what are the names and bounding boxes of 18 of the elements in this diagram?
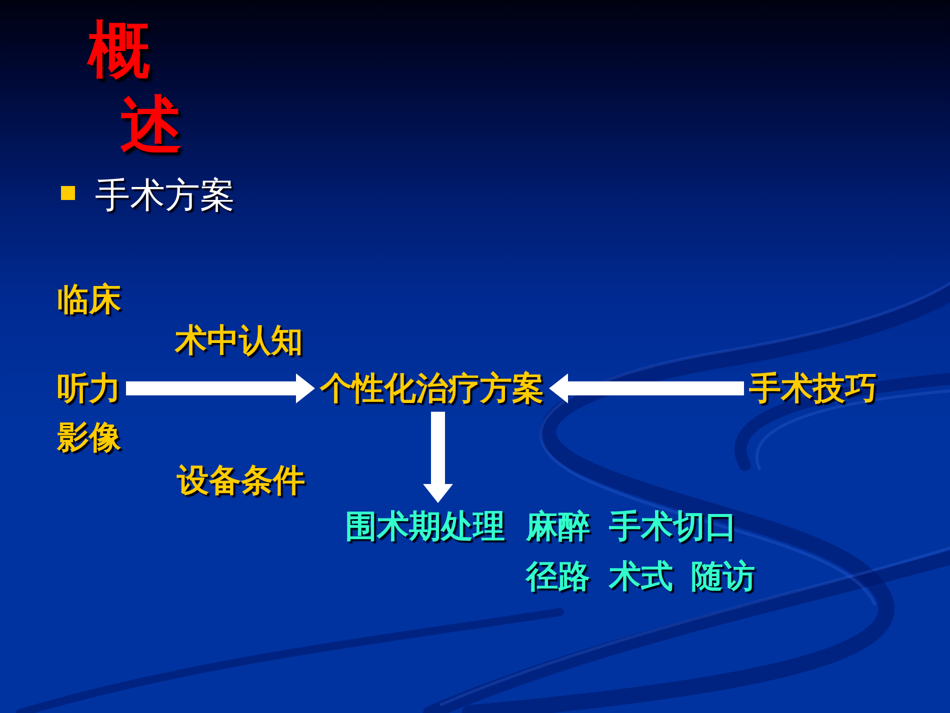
factor-label: 设备条件: [177, 462, 305, 499]
step-label: 围术期处理: [345, 508, 505, 545]
step-label: 术式: [609, 558, 673, 595]
slide-title: 概述: [88, 12, 182, 162]
block-arrow: [549, 373, 744, 404]
step-label: 手术切口: [609, 508, 737, 545]
factor-label: 术中认知: [175, 322, 303, 359]
factor-label: 影像: [57, 419, 121, 456]
block-arrow: [126, 373, 315, 404]
plan-label: 个性化治疗方案: [320, 370, 544, 407]
bullet-text: 手术方案: [95, 176, 235, 216]
step-label: 随访: [691, 558, 755, 595]
step-label: 径路: [526, 558, 590, 595]
step-label: 麻醉: [526, 508, 590, 545]
factor-label: 临床: [57, 281, 121, 318]
source-label: 手术技巧: [749, 370, 877, 407]
source-label: 听力: [57, 370, 121, 407]
block-arrow: [423, 412, 453, 503]
